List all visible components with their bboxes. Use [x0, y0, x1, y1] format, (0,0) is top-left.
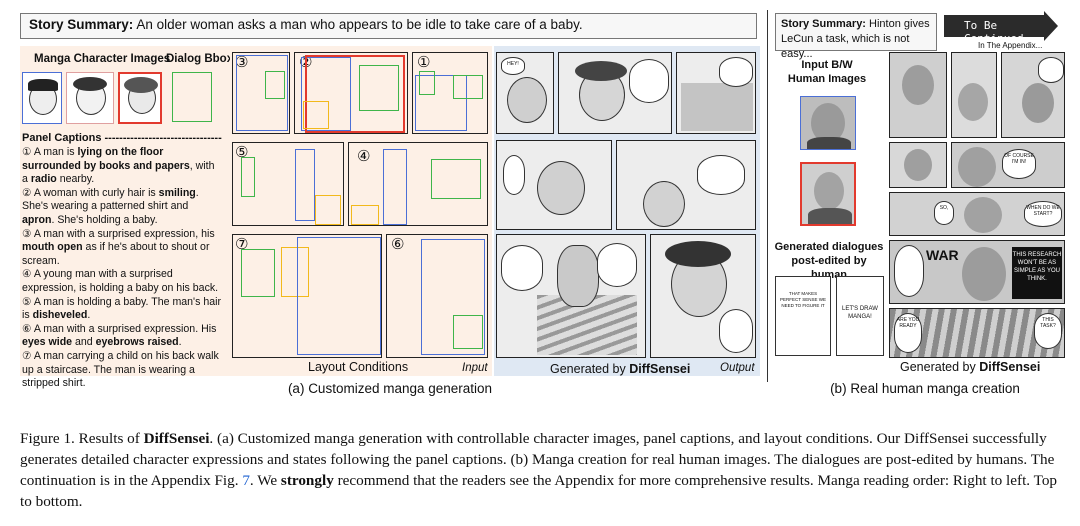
- manga-panel-4: [616, 140, 756, 230]
- generated-by-label-b: Generated by DiffSensei: [900, 360, 1041, 374]
- manga-panel-3: HEY!: [496, 52, 554, 134]
- in-appendix-text: In The Appendix...: [978, 41, 1043, 50]
- generated-manga-area: HEY! Generated by DiffSensei Output: [494, 46, 760, 376]
- layout-panel-6: ⑥: [386, 234, 488, 358]
- layout-panel-1: ①: [412, 52, 488, 134]
- dialogue-bubble-1: THAT MAKES PERFECT SENSE WE NEED TO FIGU…: [775, 276, 831, 356]
- caption-3: ③ A man with a surprised expression, his…: [22, 227, 215, 267]
- story-summary-a: Story Summary: An older woman asks a man…: [20, 13, 757, 39]
- b-panel-8: ARE YOU READY THIS TASK?: [889, 308, 1065, 358]
- b-panel-2: [951, 52, 997, 138]
- input-photo-lecun: [800, 96, 856, 150]
- section-divider: [767, 10, 768, 382]
- caption-5: ⑤ A man is holding a baby. The man's hai…: [22, 295, 221, 322]
- dialog-bbox-sample: [172, 72, 212, 122]
- panel-captions-label: Panel Captions -------------------------…: [22, 132, 222, 144]
- manga-panel-6: [650, 234, 756, 358]
- generated-by-label-a: Generated by DiffSensei: [550, 362, 691, 376]
- dialog-bbox-label: Dialog Bbox: [166, 53, 234, 65]
- character-image-1: [22, 72, 62, 124]
- layout-panel-4: ④: [348, 142, 488, 226]
- layout-panel-3: ③: [232, 52, 290, 134]
- caption-4: ④ A young man with a surprised expressio…: [22, 268, 219, 294]
- output-label: Output: [720, 362, 755, 374]
- layout-panel-5: ⑤: [232, 142, 344, 226]
- panel-captions-list: ① A man is lying on the floor surrounded…: [22, 146, 222, 391]
- caption-2: ② A woman with curly hair is smiling. Sh…: [22, 186, 199, 226]
- manga-panel-1: [676, 52, 756, 134]
- to-be-continued-text: To Be Continued: [964, 19, 1024, 45]
- summary-label: Story Summary:: [29, 17, 134, 32]
- caption-6: ⑥ A man with a surprised expression. His…: [22, 322, 217, 349]
- manga-panel-2: [558, 52, 672, 134]
- dialogue-bubble-2: LET'S DRAW MANGA!: [836, 276, 884, 356]
- input-photo-hinton: [800, 162, 856, 226]
- b-panel-7: WAR THIS RESEARCH WON'T BE AS SIMPLE AS …: [889, 240, 1065, 304]
- to-be-continued-banner: To Be Continued: [944, 11, 1058, 45]
- b-panel-4: [889, 142, 947, 188]
- caption-1: ① A man is lying on the floor surrounded…: [22, 146, 215, 186]
- layout-conditions-label: Layout Conditions: [308, 360, 409, 374]
- caption-7: ⑦ A man carrying a child on his back wal…: [22, 349, 219, 390]
- subcaption-b: (b) Real human manga creation: [830, 381, 1020, 396]
- b-panel-3: [1001, 52, 1065, 138]
- subcaption-a: (a) Customized manga generation: [287, 381, 493, 396]
- layout-panel-2: ②: [294, 52, 408, 134]
- b-panel-5: OF COURSE I'M IN!: [951, 142, 1065, 188]
- manga-panel-5: [496, 140, 612, 230]
- manga-panel-7: [496, 234, 646, 358]
- generated-manga-b: OF COURSE I'M IN! SO, WHEN DO WE START? …: [889, 52, 1065, 358]
- figure-caption: Figure 1. Results of DiffSensei. (a) Cus…: [20, 430, 1058, 510]
- layout-conditions-area: ③ ② ① ⑤ ④ ⑦ ⑥ Lay: [230, 46, 492, 376]
- b-panel-6: SO, WHEN DO WE START?: [889, 192, 1065, 236]
- story-summary-b: Story Summary: Hinton gives LeCun a task…: [775, 13, 937, 60]
- layout-panel-7: ⑦: [232, 234, 382, 358]
- char-images-label: Manga Character Images: [34, 53, 171, 65]
- summary-text: An older woman asks a man who appears to…: [136, 17, 583, 32]
- character-image-3: [118, 72, 162, 124]
- input-human-images-label: Input B/W Human Images: [787, 59, 867, 85]
- input-label: Input: [462, 362, 488, 374]
- figure-ref-link[interactable]: 7: [242, 472, 250, 489]
- character-image-2: [66, 72, 114, 124]
- b-panel-1: [889, 52, 947, 138]
